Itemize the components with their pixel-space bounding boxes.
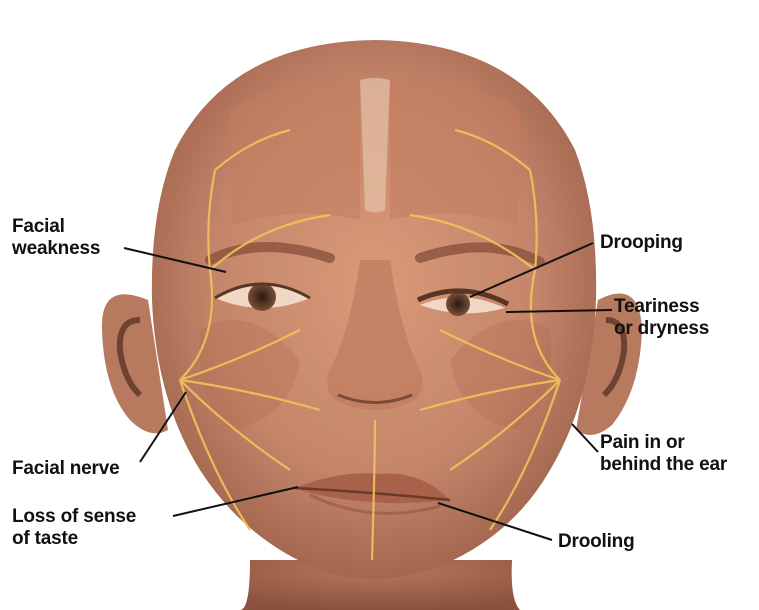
label-teariness-line1: Teariness	[614, 296, 709, 318]
label-loss-of-taste: Loss of sense of taste	[12, 506, 136, 550]
label-facial-weakness: Facial weakness	[12, 216, 100, 260]
label-facial-weakness-line1: Facial	[12, 216, 100, 238]
label-pain: Pain in or behind the ear	[600, 432, 727, 476]
label-drooping-text: Drooping	[600, 232, 683, 254]
label-loss-of-taste-line1: Loss of sense	[12, 506, 136, 528]
label-teariness: Teariness or dryness	[614, 296, 709, 340]
label-teariness-line2: or dryness	[614, 318, 709, 340]
label-facial-weakness-line2: weakness	[12, 238, 100, 260]
label-facial-nerve: Facial nerve	[12, 458, 119, 480]
label-drooling: Drooling	[558, 531, 635, 553]
label-pain-line2: behind the ear	[600, 454, 727, 476]
right-iris	[446, 292, 470, 316]
left-iris	[248, 283, 276, 311]
label-facial-nerve-text: Facial nerve	[12, 458, 119, 480]
label-loss-of-taste-line2: of taste	[12, 528, 136, 550]
label-drooling-text: Drooling	[558, 531, 635, 553]
label-drooping: Drooping	[600, 232, 683, 254]
label-pain-line1: Pain in or	[600, 432, 727, 454]
